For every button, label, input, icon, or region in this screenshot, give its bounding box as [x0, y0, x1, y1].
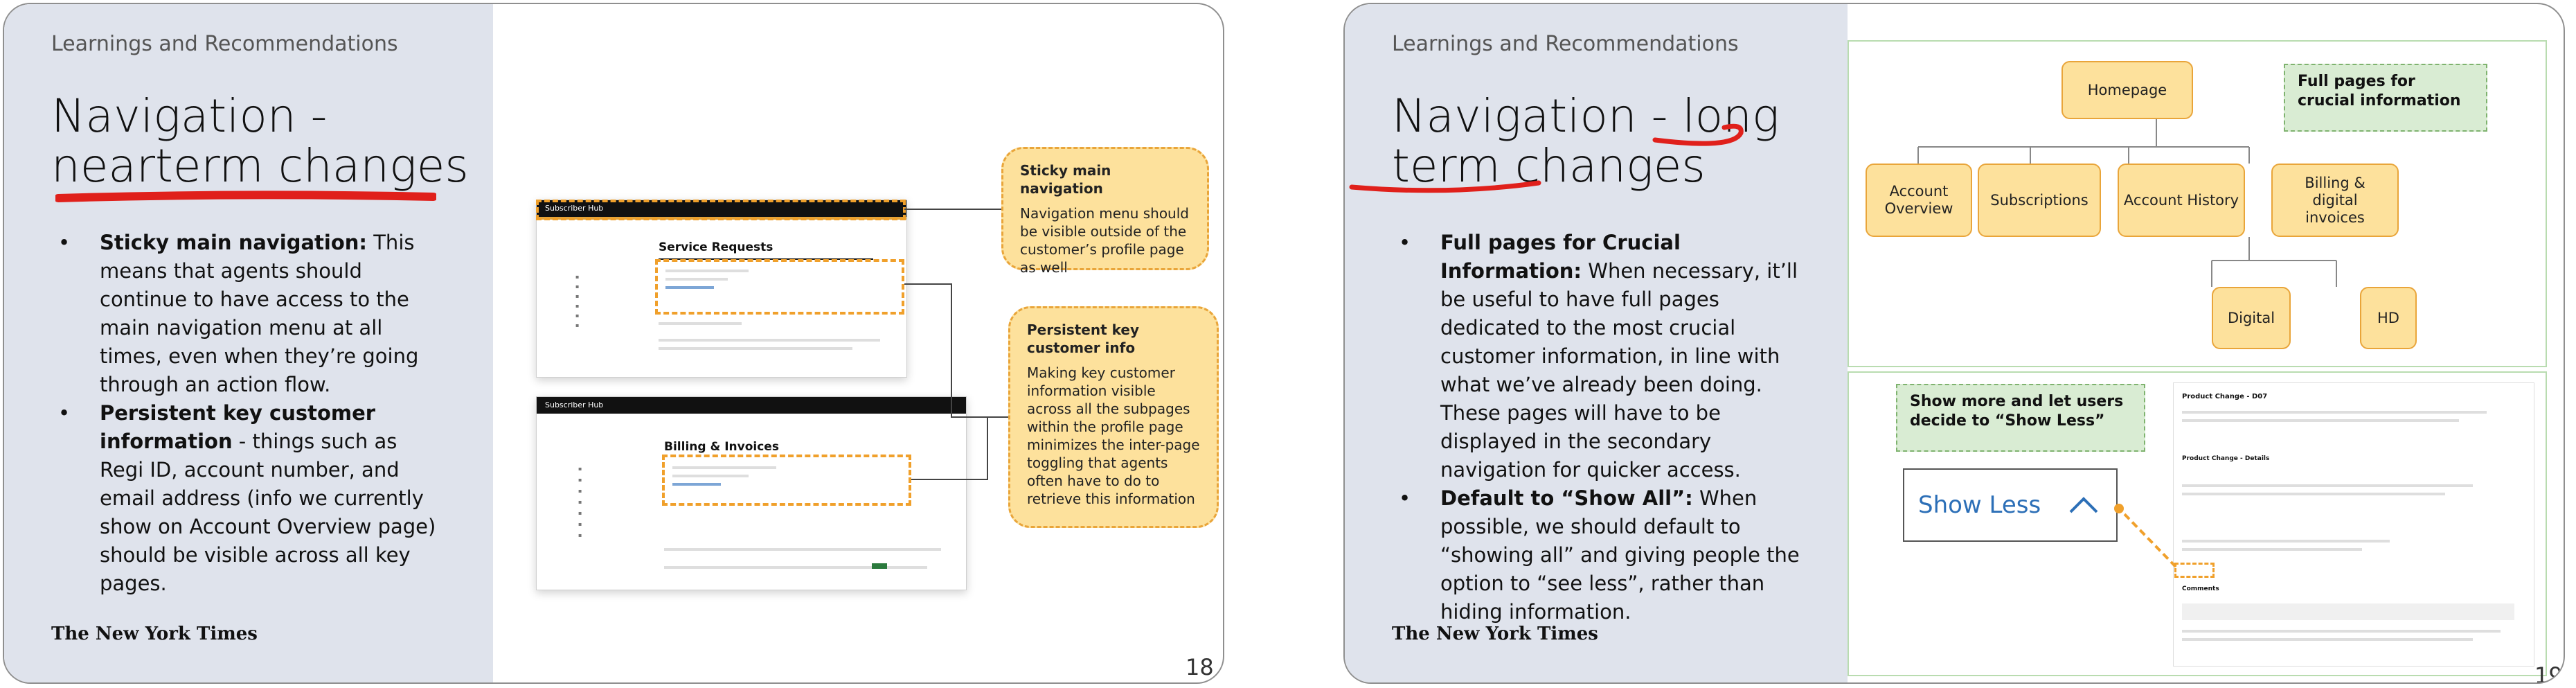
show-less-panel	[1848, 371, 2547, 676]
mock-nav-bar: Subscriber Hub	[537, 397, 966, 414]
page-number: 18	[1186, 654, 1214, 680]
title-line-2: nearterm changes	[51, 139, 469, 193]
bullet-list: Full pages for Crucial Information: When…	[1392, 229, 1800, 626]
title-line-1: Navigation - long	[1392, 89, 1780, 143]
sitemap-digital: Digital	[2212, 287, 2291, 349]
section-label: Learnings and Recommendations	[1392, 32, 1739, 56]
sitemap-panel	[1848, 40, 2547, 367]
bullet-text: - things such as Regi ID, account number…	[100, 430, 436, 595]
billing-invoices-mockup: Subscriber Hub Billing & Invoices ▪▪▪▪▪▪…	[536, 396, 967, 590]
bullet-text: When possible, we should default to “sho…	[1440, 486, 1800, 624]
sitemap-account-overview: Account Overview	[1866, 164, 1972, 237]
sitemap-connectors	[1917, 119, 2337, 287]
customer-info-highlight	[655, 259, 904, 315]
callout-body: Navigation menu should be visible outsid…	[1020, 205, 1189, 276]
service-requests-mockup: Subscriber Hub Service Requests ▪▪▪▪▪▪	[536, 200, 907, 378]
customer-info-highlight	[662, 455, 911, 506]
mock-page-title: Service Requests	[659, 240, 773, 254]
slide-title: Navigation - nearterm changes	[51, 91, 469, 191]
bullet-bold: Default to “Show All”:	[1440, 486, 1693, 510]
mock-comments: Comments	[2182, 585, 2219, 592]
title-line-1: Navigation -	[51, 89, 328, 143]
note-full-pages: Full pages for crucial information	[2284, 64, 2487, 132]
sitemap-hd: HD	[2360, 287, 2417, 349]
sitemap-account-history: Account History	[2118, 164, 2245, 237]
callout-heading: Persistent key customer info	[1027, 321, 1140, 356]
sitemap-homepage: Homepage	[2061, 61, 2193, 119]
red-underline-marker	[55, 191, 436, 202]
sitemap-billing-invoices: Billing & digital invoices	[2271, 164, 2399, 237]
connector-lines	[904, 209, 1008, 480]
slide-19: Learnings and Recommendations Navigation…	[1343, 3, 2565, 684]
section-label: Learnings and Recommendations	[51, 32, 398, 56]
red-underline-marker	[1349, 123, 1744, 193]
bullet-text: This means that agents should continue t…	[100, 231, 419, 396]
mock-page-title: Billing & Invoices	[664, 440, 779, 454]
bullet-item: Default to “Show All”: When possible, we…	[1392, 484, 1800, 626]
nyt-logo: The New York Times	[1392, 624, 1598, 644]
callout-heading: Sticky main navigation	[1020, 162, 1111, 197]
chevron-up-icon	[2069, 497, 2098, 513]
show-less-arrow	[2114, 504, 2177, 568]
bullet-bold: Sticky main navigation:	[100, 231, 367, 254]
bullet-list: Sticky main navigation: This means that …	[51, 229, 439, 598]
show-less-label: Show Less	[1918, 491, 2041, 519]
bullet-bold: Full pages for Crucial Information:	[1440, 231, 1681, 283]
bullet-item: Sticky main navigation: This means that …	[51, 229, 439, 399]
bullet-item: Persistent key customer information - th…	[51, 399, 439, 598]
show-less-button[interactable]: Show Less	[1903, 468, 2118, 542]
page-number: 19	[2534, 662, 2563, 684]
show-more-highlight	[2174, 563, 2215, 578]
nyt-logo: The New York Times	[51, 624, 258, 644]
callout-body: Making key customer information visible …	[1027, 364, 1200, 507]
bullet-text: When necessary, it’ll be useful to have …	[1440, 259, 1798, 482]
mock-detail-title: Product Change - D07	[2182, 393, 2268, 400]
bullet-bold: Persistent key customer information	[100, 401, 376, 453]
sitemap-subscriptions: Subscriptions	[1978, 164, 2101, 237]
note-show-more: Show more and let users decide to “Show …	[1896, 384, 2145, 452]
callout-sticky-nav: Sticky main navigation Navigation menu s…	[1001, 147, 1209, 276]
slide-18: Learnings and Recommendations Navigation…	[3, 3, 1224, 684]
bullet-item: Full pages for Crucial Information: When…	[1392, 229, 1800, 484]
mock-detail-section: Product Change - Details	[2182, 455, 2270, 462]
product-change-mockup: Product Change - D07 Product Change - De…	[2173, 382, 2534, 667]
title-line-2: term changes	[1392, 139, 1706, 193]
slide-title: Navigation - long term changes	[1392, 91, 1780, 191]
callout-persistent-info: Persistent key customer info Making key …	[1008, 306, 1219, 528]
